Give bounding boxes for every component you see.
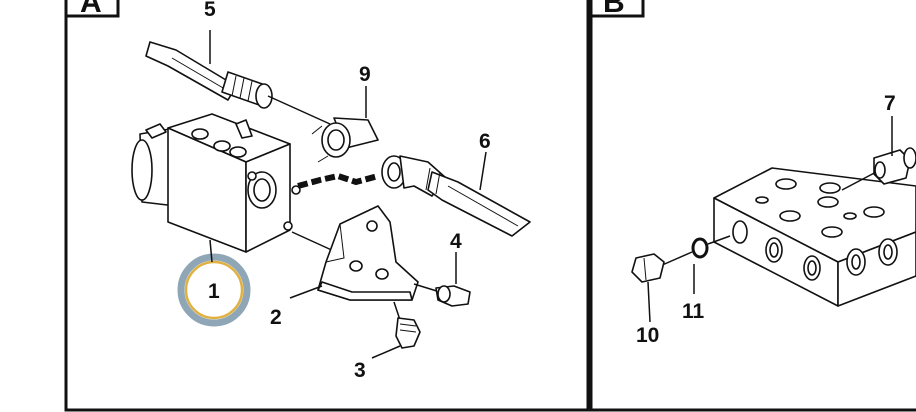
bolt-4 (413, 283, 471, 307)
callout-3: 3 (354, 359, 366, 382)
manifold-block (713, 167, 916, 307)
hose-5 (145, 41, 331, 125)
panel-a: A (64, 0, 590, 412)
hose-6 (381, 155, 531, 237)
valve-block-1 (131, 113, 301, 253)
callout-2: 2 (270, 306, 282, 329)
callout-9: 9 (359, 63, 371, 86)
connection-path (291, 172, 379, 253)
callout-10: 10 (636, 324, 659, 347)
callout-1: 1 (208, 280, 220, 303)
panel-b-label: B (603, 0, 625, 19)
bracket-2 (317, 205, 419, 301)
callout-5: 5 (204, 0, 216, 21)
elbow-fitting-9 (311, 117, 379, 163)
plug-10 (631, 251, 693, 283)
callout-4: 4 (450, 230, 462, 253)
panel-b: B (589, 0, 916, 412)
callout-7: 7 (884, 92, 896, 115)
callout-6: 6 (479, 130, 491, 153)
leader-lines (209, 30, 893, 359)
callout-1-highlight (177, 253, 251, 327)
bolt-3 (393, 301, 421, 349)
callout-11: 11 (682, 300, 705, 323)
o-ring-11 (691, 235, 731, 259)
panel-a-label: A (80, 0, 102, 19)
fitting-7 (841, 147, 916, 191)
